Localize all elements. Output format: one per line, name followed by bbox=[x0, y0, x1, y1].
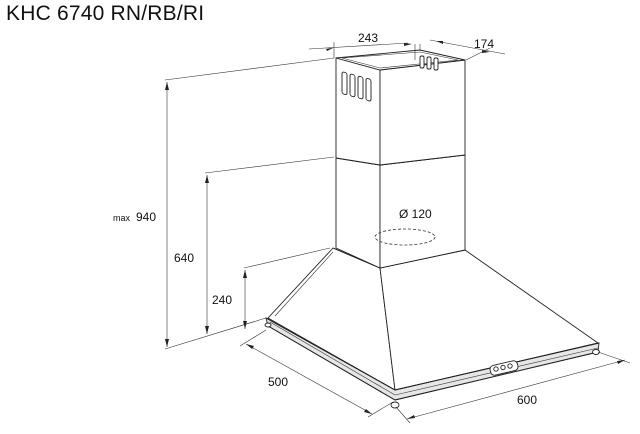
outlet-opening bbox=[374, 228, 436, 246]
dimension-label-500: 500 bbox=[268, 375, 288, 389]
dimension-label-243: 243 bbox=[358, 31, 378, 45]
chimney-vents-left bbox=[341, 71, 372, 102]
dimension-label-600: 600 bbox=[517, 393, 537, 407]
dimension-label-640: 640 bbox=[174, 251, 194, 265]
control-button-3 bbox=[507, 363, 513, 369]
dimension-label-max-prefix: max bbox=[113, 213, 131, 223]
foot-right bbox=[592, 349, 600, 355]
model-title: KHC 6740 RN/RB/RI bbox=[6, 2, 205, 25]
control-panel bbox=[489, 360, 519, 376]
dimension-chimney-depth: 174 bbox=[419, 37, 506, 61]
dimension-640: 640 bbox=[174, 175, 209, 334]
dimension-240: 240 bbox=[212, 270, 247, 329]
dimension-max-height: max 940 bbox=[113, 82, 169, 347]
chimney-vents-right bbox=[419, 55, 439, 71]
hood-canopy bbox=[267, 247, 600, 391]
foot-left bbox=[264, 322, 272, 328]
dimension-label-outlet-diameter: Ø 120 bbox=[399, 207, 432, 221]
control-button-1 bbox=[493, 366, 499, 372]
dimension-label-940: 940 bbox=[136, 210, 156, 224]
dimension-label-174: 174 bbox=[474, 37, 494, 51]
dimension-depth: 500 bbox=[239, 329, 394, 418]
dimension-width: 600 bbox=[395, 351, 631, 424]
foot-front bbox=[390, 401, 400, 409]
chimney-upper bbox=[335, 49, 466, 166]
dimension-label-240: 240 bbox=[212, 293, 232, 307]
hood-bottom-rim bbox=[264, 317, 600, 409]
control-button-2 bbox=[500, 364, 506, 371]
dimension-chimney-width: 243 bbox=[308, 31, 416, 60]
